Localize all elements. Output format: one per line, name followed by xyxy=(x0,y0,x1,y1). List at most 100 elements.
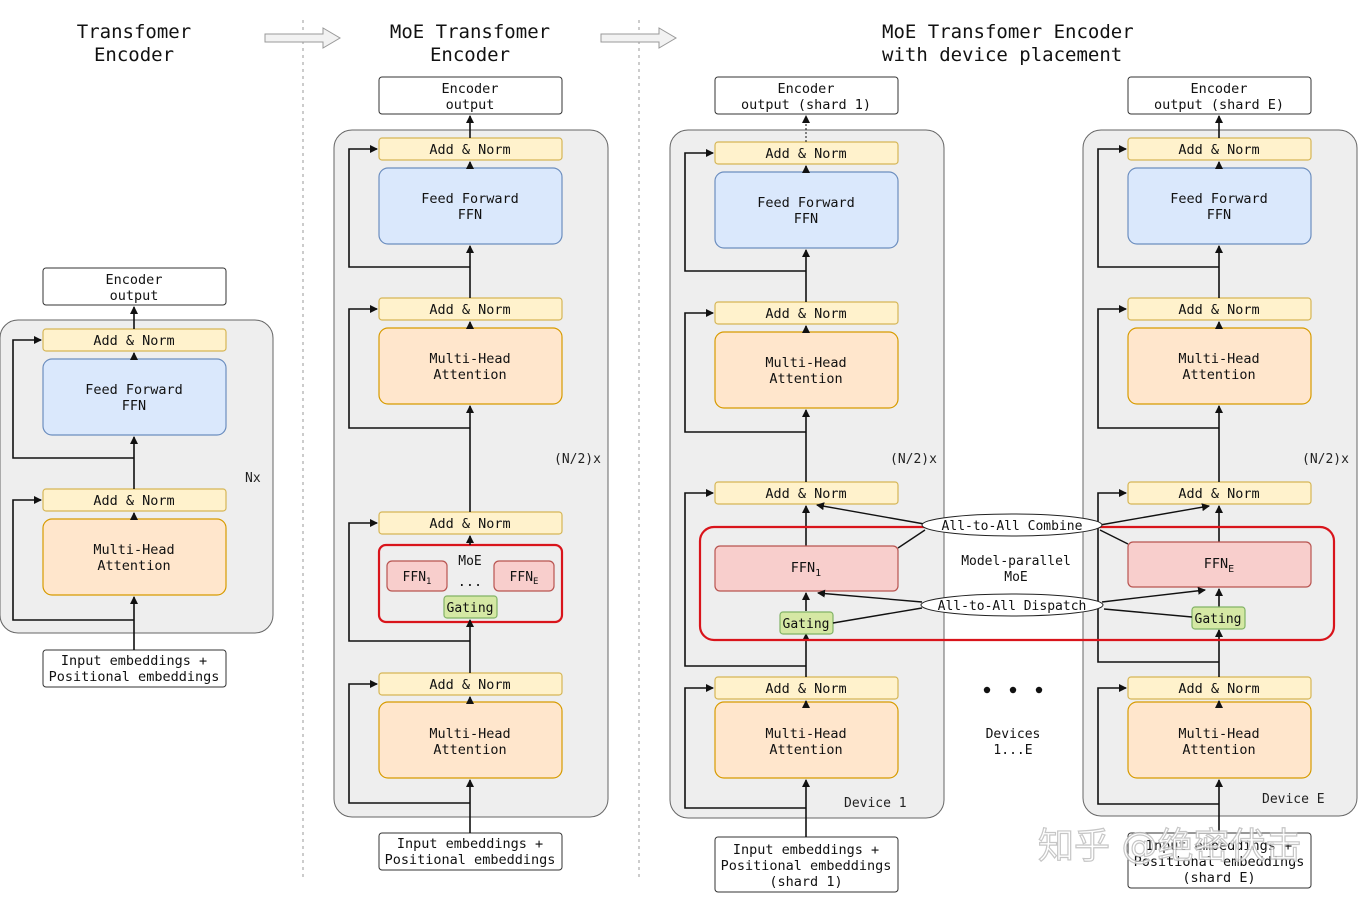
feed-forward-label: FFN xyxy=(1207,207,1231,223)
title-transformer-encoder: Transfomer xyxy=(77,21,191,43)
all-to-all-combine-badge xyxy=(921,513,1103,537)
model-parallel-moe-label: MoE xyxy=(1004,570,1027,585)
multi-head-attention-label: Attention xyxy=(769,742,842,758)
title-moe-encoder: MoE Transfomer xyxy=(390,21,550,43)
add-norm-label: Add & Norm xyxy=(1178,302,1259,318)
feed-forward-label: FFN xyxy=(794,211,818,227)
encoder-output-box xyxy=(42,267,227,306)
expert-ffn-box xyxy=(1127,541,1312,588)
feed-forward-label: Feed Forward xyxy=(757,195,855,211)
add-norm-label: Add & Norm xyxy=(1178,486,1259,502)
connector xyxy=(684,115,810,837)
encoder-output-box xyxy=(1127,76,1312,115)
input-embeddings-label: Input embeddings + xyxy=(61,653,207,669)
add-norm-label: Add & Norm xyxy=(1178,142,1259,158)
device-label: Device 1 xyxy=(844,796,907,811)
expert-ffn-label: FFN1 xyxy=(791,560,821,579)
connector xyxy=(12,306,138,650)
expert-ffn-box xyxy=(493,560,555,592)
expert-ffn-box xyxy=(714,545,899,592)
multi-head-attention-label: Multi-Head xyxy=(429,726,510,742)
feed-forward-label: FFN xyxy=(458,207,482,223)
encoder-output-label: Encoder xyxy=(778,81,835,97)
connector xyxy=(1097,115,1223,833)
all-to-all-dispatch-label: All-to-All Dispatch xyxy=(938,599,1087,614)
multi-head-attention-label: Multi-Head xyxy=(1178,351,1259,367)
input-embeddings-label: Positional embeddings xyxy=(721,858,892,874)
add-norm-label: Add & Norm xyxy=(765,681,846,697)
add-norm-label: Add & Norm xyxy=(429,302,510,318)
input-embeddings-label: Input embeddings + xyxy=(1146,838,1292,854)
expert-ffn-label: FFN1 xyxy=(403,570,432,587)
add-norm-label: Add & Norm xyxy=(765,486,846,502)
watermark-text: 知乎 @绝密伏击 xyxy=(1038,826,1301,867)
gating-label: Gating xyxy=(783,617,830,632)
devices-label: Devices xyxy=(986,727,1041,742)
multi-head-attention-label: Attention xyxy=(1182,742,1255,758)
transition-arrow xyxy=(600,27,677,49)
multi-head-attention-label: Attention xyxy=(433,742,506,758)
all-to-all-connector xyxy=(816,502,1210,624)
connector xyxy=(348,115,474,833)
feed-forward-label: Feed Forward xyxy=(1170,191,1268,207)
model-parallel-moe-label: Model-parallel xyxy=(961,554,1071,569)
all-to-all-dispatch-badge xyxy=(920,593,1104,617)
expert-ffn-label: FFNE xyxy=(510,570,539,587)
gating-label: Gating xyxy=(447,601,494,616)
multi-head-attention-label: Attention xyxy=(769,371,842,387)
moe-label: MoE xyxy=(458,554,481,569)
layer-repeat-label: (N/2)x xyxy=(1302,452,1349,467)
gating-box xyxy=(443,595,498,619)
expert-ffn-box xyxy=(386,560,448,592)
title-moe-encoder: Encoder xyxy=(430,44,510,66)
multi-head-attention-label: Multi-Head xyxy=(765,355,846,371)
layer-repeat-label: Nx xyxy=(245,471,261,486)
input-embeddings-label: Positional embeddings xyxy=(1134,854,1305,870)
encoder-output-label: output xyxy=(110,288,159,304)
title-transformer-encoder: Encoder xyxy=(94,44,174,66)
input-embeddings-label: Positional embeddings xyxy=(49,669,220,685)
devices-label: 1...E xyxy=(993,743,1032,758)
device-label: Device E xyxy=(1262,792,1325,807)
add-norm-label: Add & Norm xyxy=(93,493,174,509)
encoder-output-label: output xyxy=(446,97,495,113)
ellipsis-dots xyxy=(983,686,1043,694)
feed-forward-label: FFN xyxy=(122,398,146,414)
encoder-output-box xyxy=(378,76,563,115)
layer-repeat-label: (N/2)x xyxy=(890,452,937,467)
multi-head-attention-label: Attention xyxy=(433,367,506,383)
feed-forward-label: Feed Forward xyxy=(421,191,519,207)
add-norm-label: Add & Norm xyxy=(1178,681,1259,697)
feed-forward-label: Feed Forward xyxy=(85,382,183,398)
input-embeddings-label: (shard 1) xyxy=(769,874,842,890)
add-norm-label: Add & Norm xyxy=(765,146,846,162)
add-norm-label: Add & Norm xyxy=(765,306,846,322)
multi-head-attention-label: Multi-Head xyxy=(1178,726,1259,742)
encoder-output-label: Encoder xyxy=(442,81,499,97)
multi-head-attention-label: Multi-Head xyxy=(93,542,174,558)
gating-label: Gating xyxy=(1195,612,1242,627)
encoder-output-label: output (shard 1) xyxy=(741,97,871,113)
add-norm-label: Add & Norm xyxy=(429,516,510,532)
input-embeddings-label: (shard E) xyxy=(1182,870,1255,886)
all-to-all-combine-label: All-to-All Combine xyxy=(942,519,1083,534)
expert-ffn-label: FFNE xyxy=(1204,556,1234,575)
add-norm-label: Add & Norm xyxy=(429,142,510,158)
encoder-output-label: Encoder xyxy=(106,272,163,288)
multi-head-attention-label: Multi-Head xyxy=(765,726,846,742)
multi-head-attention-label: Attention xyxy=(1182,367,1255,383)
add-norm-label: Add & Norm xyxy=(429,677,510,693)
transition-arrow xyxy=(264,27,341,49)
layer-repeat-label: (N/2)x xyxy=(554,452,601,467)
input-embeddings-label: Input embeddings + xyxy=(733,842,879,858)
multi-head-attention-label: Multi-Head xyxy=(429,351,510,367)
ellipsis: ... xyxy=(458,574,482,590)
gating-box xyxy=(1191,606,1246,630)
input-embeddings-label: Positional embeddings xyxy=(385,852,556,868)
multi-head-attention-label: Attention xyxy=(97,558,170,574)
add-norm-label: Add & Norm xyxy=(93,333,174,349)
encoder-output-label: Encoder xyxy=(1191,81,1248,97)
title-moe-device-placement: with device placement xyxy=(882,44,1122,66)
encoder-output-label: output (shard E) xyxy=(1154,97,1284,113)
